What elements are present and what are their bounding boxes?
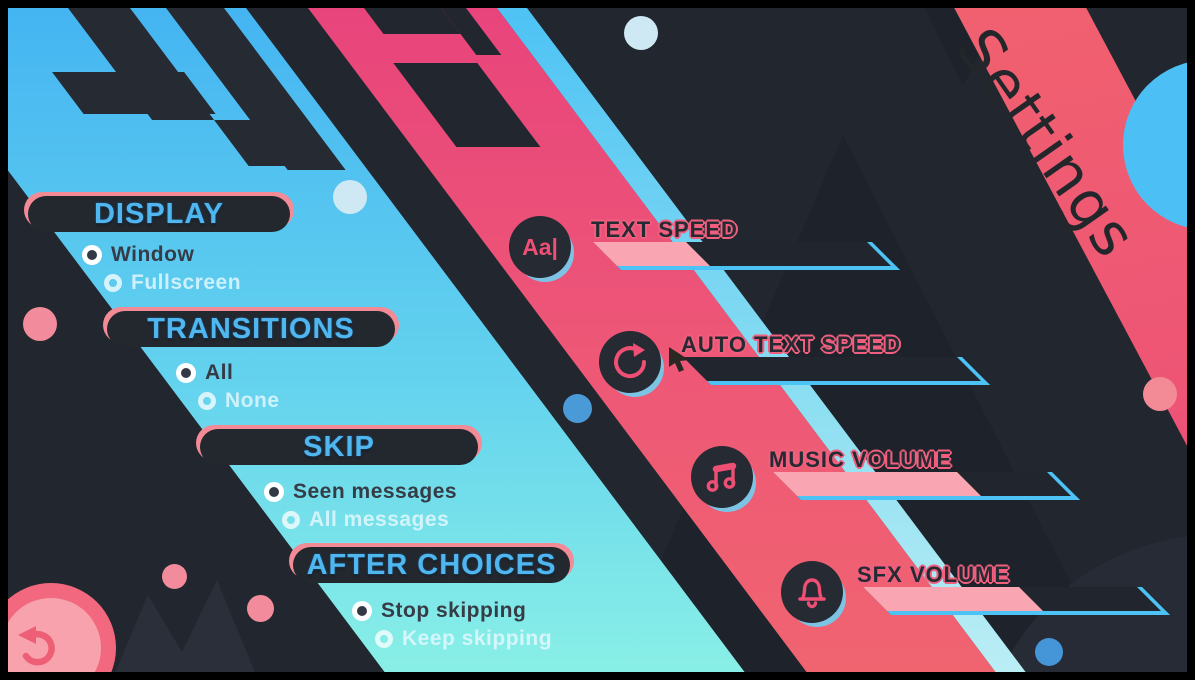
mouse-pointer [669,347,689,372]
radio-unselected-icon [104,274,122,292]
radio-selected-icon [352,601,372,621]
decorative-dot [23,307,57,341]
group-header-skip: SKIP [200,429,478,465]
option-keep-skipping[interactable]: Keep skipping [375,625,552,653]
option-all[interactable]: All [176,359,233,387]
option-label: Seen messages [293,480,458,503]
group-header-label: TRANSITIONS [147,312,355,345]
option-label: None [225,389,280,412]
option-all-messages[interactable]: All messages [282,506,449,534]
decorative-dot [1035,638,1063,666]
option-label: Window [111,243,195,266]
text-speed-icon: Aa| [509,216,571,278]
music-note-icon-glyph [706,462,737,492]
group-header-transitions: TRANSITIONS [107,311,395,347]
group-header-label: DISPLAY [93,197,225,230]
decorative-dot [333,180,367,214]
back-arrow-icon [18,626,55,666]
radio-selected-icon [82,245,102,265]
option-none[interactable]: None [198,387,280,415]
option-seen-messages[interactable]: Seen messages [264,478,457,506]
option-label: Fullscreen [131,271,242,294]
radio-selected-icon [176,363,196,383]
music-note-icon [691,446,753,508]
option-stop-skipping[interactable]: Stop skipping [352,597,526,625]
option-label: Keep skipping [402,627,553,650]
band-deco-shape [52,72,216,114]
option-window[interactable]: Window [82,241,194,269]
auto-forward-icon [599,331,661,393]
decorative-dot [247,595,274,622]
decorative-dot [563,394,592,423]
text-speed-icon-glyph: Aa| [522,233,558,260]
text-speed-label: TEXT SPEED [591,217,738,242]
slider-fill [773,472,981,496]
sfx-volume-label: SFX VOLUME [857,562,1011,587]
auto-text-speed-label: AUTO TEXT SPEED [681,332,901,357]
radio-unselected-icon [282,511,300,529]
option-label: All [205,361,234,384]
band-hole [393,63,541,147]
option-fullscreen[interactable]: Fullscreen [104,269,241,297]
auto-text-speed-slider[interactable] [683,357,990,385]
group-header-display: DISPLAY [28,196,290,232]
decorative-dot [162,564,187,589]
group-header-after-choices: AFTER CHOICES [293,547,570,583]
decorative-dot [624,16,658,50]
slider-fill [863,587,1044,611]
auto-forward-icon-glyph [614,343,647,379]
radio-unselected-icon [375,630,393,648]
music-volume-slider[interactable] [773,472,1080,500]
radio-unselected-icon [198,392,216,410]
back-button[interactable] [0,583,116,680]
decorative-dot [1143,377,1177,411]
option-label: Stop skipping [381,599,527,622]
group-header-label: AFTER CHOICES [306,548,557,581]
sfx-bell-icon-glyph [798,578,826,609]
radio-selected-icon [264,482,284,502]
sfx-volume-slider[interactable] [863,587,1170,615]
text-speed-slider[interactable] [593,242,900,270]
group-header-label: SKIP [303,430,375,463]
option-label: All messages [309,508,450,531]
sfx-bell-icon [781,561,843,623]
music-volume-label: MUSIC VOLUME [769,447,953,472]
